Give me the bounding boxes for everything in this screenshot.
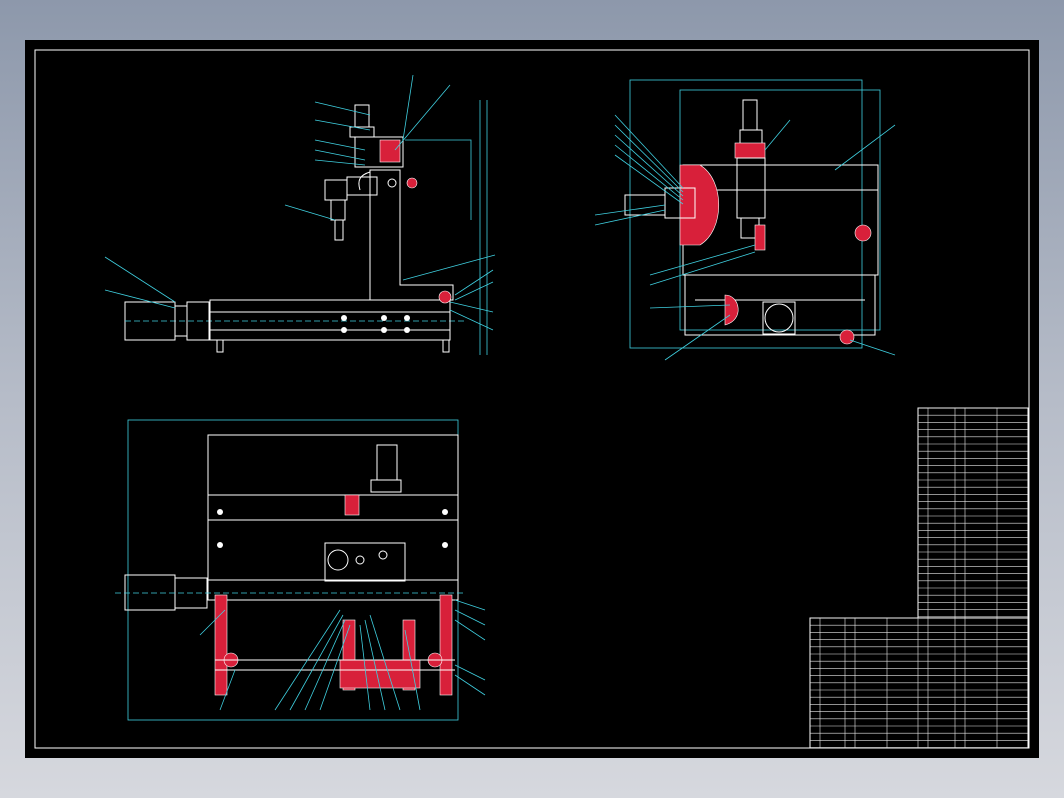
top-view: [115, 419, 486, 721]
cad-drawing-canvas[interactable]: [25, 40, 1039, 758]
drawing-border: [34, 49, 1030, 749]
cad-drawing: [34, 49, 1030, 749]
side-view: [594, 79, 896, 361]
front-view: [104, 74, 496, 355]
parts-list-table: [809, 407, 1029, 749]
